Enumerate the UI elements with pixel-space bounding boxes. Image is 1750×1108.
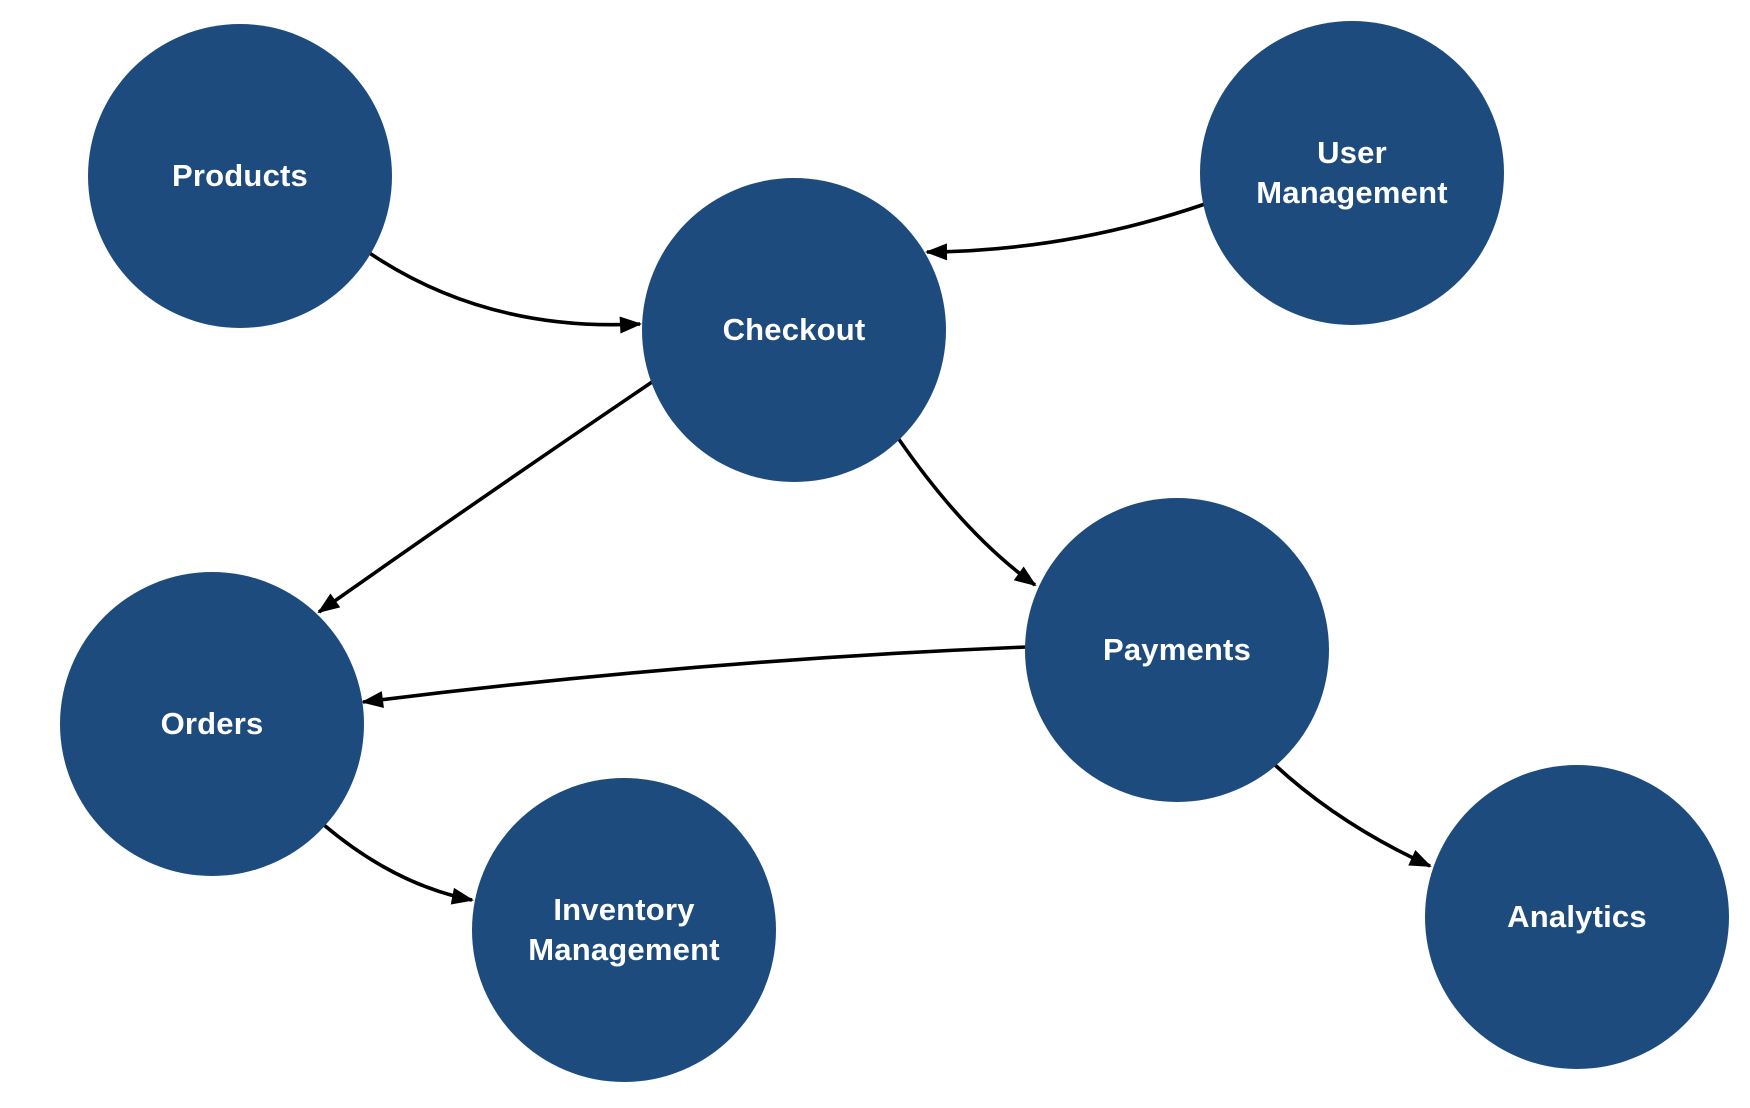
- edge-checkout-to-orders[interactable]: [317, 378, 657, 614]
- node-inventory-management[interactable]: Inventory Management: [472, 778, 776, 1082]
- edge-checkout-to-payments[interactable]: [896, 436, 1037, 587]
- edge-products-to-checkout[interactable]: [366, 250, 642, 334]
- node-analytics-label: Analytics: [1507, 899, 1647, 935]
- node-checkout[interactable]: Checkout: [642, 178, 946, 482]
- node-analytics[interactable]: Analytics: [1425, 765, 1729, 1069]
- node-checkout-label: Checkout: [722, 312, 866, 348]
- node-products[interactable]: Products: [88, 24, 392, 328]
- node-inventory-management-label: Inventory Management: [528, 892, 720, 967]
- node-user-management[interactable]: User Management: [1200, 21, 1504, 325]
- node-orders-label: Orders: [160, 706, 264, 742]
- edge-orders-to-inventory-management[interactable]: [322, 823, 474, 905]
- node-payments[interactable]: Payments: [1025, 498, 1329, 802]
- node-payments-label: Payments: [1102, 632, 1252, 668]
- node-products-label: Products: [172, 158, 308, 194]
- edge-user-management-to-checkout[interactable]: [925, 202, 1206, 261]
- edge-payments-to-orders[interactable]: [361, 645, 1027, 708]
- node-orders[interactable]: Orders: [60, 572, 364, 876]
- node-user-management-label: User Management: [1256, 135, 1448, 210]
- edge-payments-to-analytics[interactable]: [1273, 763, 1432, 868]
